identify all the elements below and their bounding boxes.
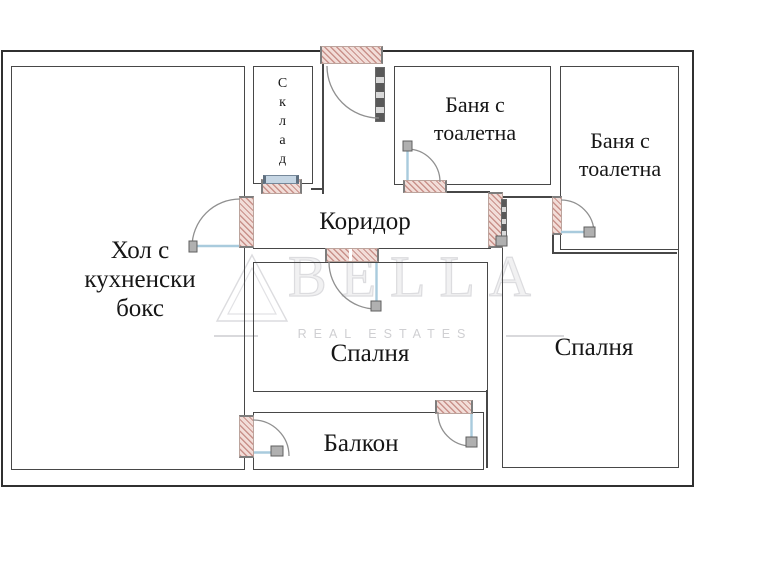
door-opening-living-corridor: [239, 196, 254, 248]
label-bathroom-2-line1: Баня с: [590, 128, 650, 153]
door-opening-living-balcony: [239, 415, 254, 458]
door-leaf-corridor-end: [501, 199, 507, 245]
sliding-door-bar-storage: [263, 175, 299, 184]
label-living-room-line2: кухненски: [84, 266, 196, 293]
wall-storage-cap: [311, 188, 323, 190]
door-opening-entrance: [320, 46, 383, 64]
room-bathroom-1: [394, 66, 551, 185]
room-bedroom-1: [253, 262, 488, 392]
door-opening-bedroom-1-mullion: [349, 249, 352, 261]
wall-bathroom-2-door-stub: [552, 234, 554, 253]
label-bathroom-1-line1: Баня с: [445, 92, 505, 117]
wall-under-bathroom-2: [552, 252, 677, 254]
watermark-rule-left: [214, 335, 258, 337]
label-storage: Склад: [275, 75, 290, 171]
label-bedroom-1: Спалня: [330, 340, 410, 367]
door-opening-bedroom-1-balcony: [435, 400, 473, 414]
label-living-room: Хол с кухненски бокс: [60, 236, 220, 323]
label-bathroom-1-line2: тоалетна: [433, 120, 517, 145]
label-corridor: Коридор: [319, 208, 411, 235]
label-living-room-line3: бокс: [116, 295, 164, 322]
label-living-room-line1: Хол с: [110, 237, 170, 264]
label-bathroom-2-line2: тоалетна: [578, 156, 662, 181]
room-bedroom-2: [502, 197, 679, 468]
room-bathroom-2: [560, 66, 679, 250]
wall-entry-hall-left: [322, 64, 324, 194]
wall-bedroom-divider-lower: [486, 390, 488, 468]
door-opening-bathroom-2: [552, 196, 562, 235]
label-balcony: Балкон: [323, 430, 399, 457]
door-opening-bathroom-1: [403, 180, 447, 193]
door-opening-bedroom-1: [325, 248, 379, 262]
wall-vestibule-top: [502, 196, 561, 198]
door-leaf-entrance: [375, 67, 385, 122]
wall-corridor-top-right: [446, 191, 490, 193]
label-bathroom-2: Баня с тоалетна: [555, 127, 685, 183]
label-bedroom-2: Спалня: [554, 334, 634, 361]
label-bathroom-1: Баня с тоалетна: [410, 91, 540, 147]
room-living-room: [11, 66, 245, 470]
watermark-rule-right: [506, 335, 564, 337]
watermark-tagline-text: REAL ESTATES: [297, 327, 473, 341]
